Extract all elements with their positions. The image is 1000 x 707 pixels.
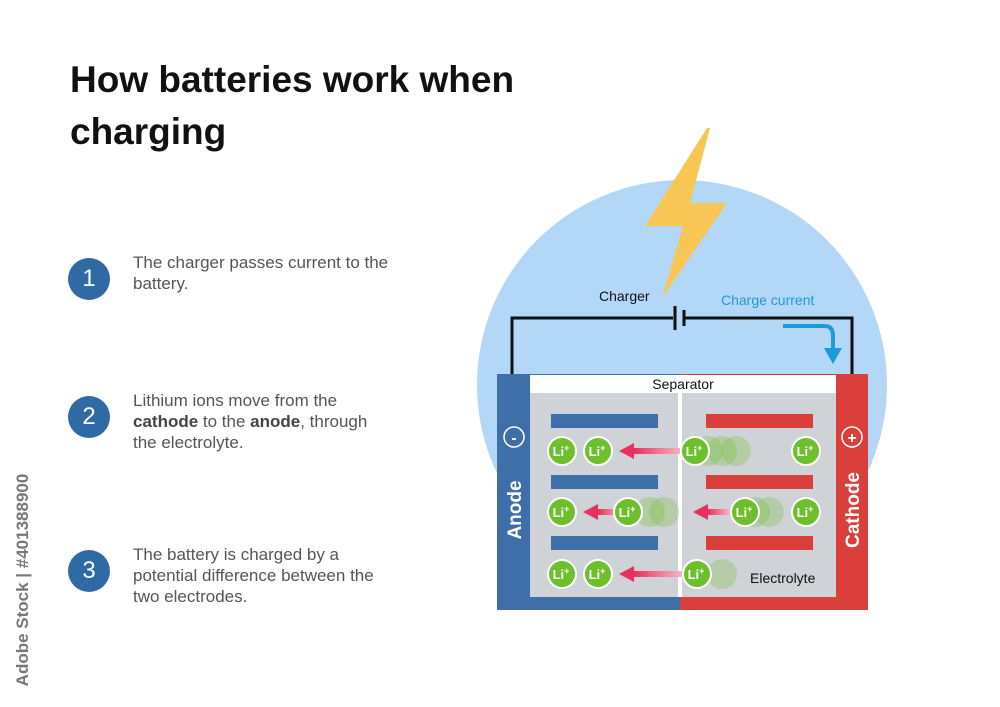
separator-band (530, 375, 836, 393)
lithium-ion: Li+ (583, 559, 613, 589)
ion-circle (583, 436, 613, 466)
ion-arrow-shaft (708, 509, 730, 515)
ion-arrow-head-icon (619, 566, 634, 582)
ion-trail-ghost (649, 497, 679, 527)
lithium-ion: Li+ (547, 436, 577, 466)
step-description: Lithium ions move from the cathode to th… (133, 390, 393, 453)
cathode-plates (706, 414, 813, 550)
ion-circle (547, 497, 577, 527)
lithium-ion: Li+ (682, 559, 712, 589)
anode-label: Anode (505, 480, 526, 539)
step-text-segment: , through the electrolyte. (133, 412, 368, 452)
lightning-bolt-icon (645, 128, 727, 298)
page-title: How batteries work when charging (70, 59, 515, 152)
ion-trail-ghost (707, 559, 737, 589)
electrolyte-label: Electrolyte (750, 570, 816, 586)
separator-label: Separator (652, 376, 714, 392)
ion-arrow-head-icon (693, 504, 708, 520)
minus-sign-icon (503, 426, 525, 448)
cathode-plate (706, 475, 813, 489)
ion-circle (613, 497, 643, 527)
ion-charge: + (630, 504, 635, 514)
ion-arrow-shaft (598, 509, 622, 515)
lithium-ion: Li+ (730, 497, 760, 527)
step-number-badge: 3 (68, 550, 110, 592)
ion-trail-ghost (721, 436, 751, 466)
step-number-badge: 1 (68, 258, 110, 300)
ion-trail-ghost (635, 497, 665, 527)
ion-arrow-head-icon (619, 443, 634, 459)
ion-charge: + (564, 443, 569, 453)
lithium-ion: Li+ (791, 497, 821, 527)
ion-circle (791, 436, 821, 466)
ion-trail-ghost (707, 436, 737, 466)
lithium-ion: Li+ (613, 497, 643, 527)
anode-plate (551, 475, 658, 489)
step-text-segment: The battery is charged by a potential di… (133, 545, 374, 606)
cathode-sign: + (847, 430, 856, 447)
cathode-plate (706, 536, 813, 550)
ion-charge: + (747, 504, 752, 514)
ion-charge: + (699, 566, 704, 576)
lithium-ion: Li+ (547, 497, 577, 527)
cathode-plate (706, 414, 813, 428)
anode-plate (551, 414, 658, 428)
lithium-ion: Li+ (583, 436, 613, 466)
ion-circle (547, 436, 577, 466)
circuit-wire (685, 316, 854, 378)
anode-plate (551, 536, 658, 550)
step-text-segment: to the (198, 412, 251, 431)
ion-circle (583, 559, 613, 589)
current-arrow-icon (783, 324, 835, 350)
ion-charge: + (600, 443, 605, 453)
lithium-ion: Li+ (680, 436, 710, 466)
step-description: The charger passes current to the batter… (133, 252, 393, 294)
ion-charge: + (564, 504, 569, 514)
charge-current-label: Charge current (721, 292, 814, 308)
step-text-emphasis: anode (250, 412, 301, 431)
lithium-ion: Li+ (791, 436, 821, 466)
plus-sign-icon (841, 426, 863, 448)
charger-label: Charger (599, 288, 650, 304)
circuit-wire (510, 316, 673, 378)
anode-plates (551, 414, 658, 550)
cathode-label: Cathode (843, 472, 864, 548)
ion-charge: + (808, 504, 813, 514)
ion-circle (791, 497, 821, 527)
ion-circle (682, 559, 712, 589)
ion-charge: + (697, 443, 702, 453)
step-number-badge: 2 (68, 396, 110, 438)
step-description: The battery is charged by a potential di… (133, 544, 393, 607)
ion-circle (730, 497, 760, 527)
ion-movement-arrows (583, 443, 730, 582)
ion-arrow-head-icon (583, 504, 598, 520)
ion-arrow-shaft (634, 448, 682, 454)
ion-circle (547, 559, 577, 589)
current-arrowhead-icon (824, 348, 842, 364)
step-text-segment: The charger passes current to the batter… (133, 253, 389, 293)
separator-membrane (678, 393, 682, 597)
ion-charge: + (564, 566, 569, 576)
lithium-ions: Li+Li+Li+Li+Li+Li+Li+Li+Li+Li+Li+ (547, 436, 821, 589)
step-text-emphasis: cathode (133, 412, 199, 431)
ion-circle (680, 436, 710, 466)
step-text-segment: Lithium ions move from the (133, 391, 338, 410)
ion-charge: + (600, 566, 605, 576)
ion-trail-ghost (754, 497, 784, 527)
lithium-ion: Li+ (547, 559, 577, 589)
anode-sign: - (511, 430, 516, 447)
ion-trails (635, 436, 784, 589)
ion-charge: + (808, 443, 813, 453)
ion-arrow-shaft (634, 571, 682, 577)
